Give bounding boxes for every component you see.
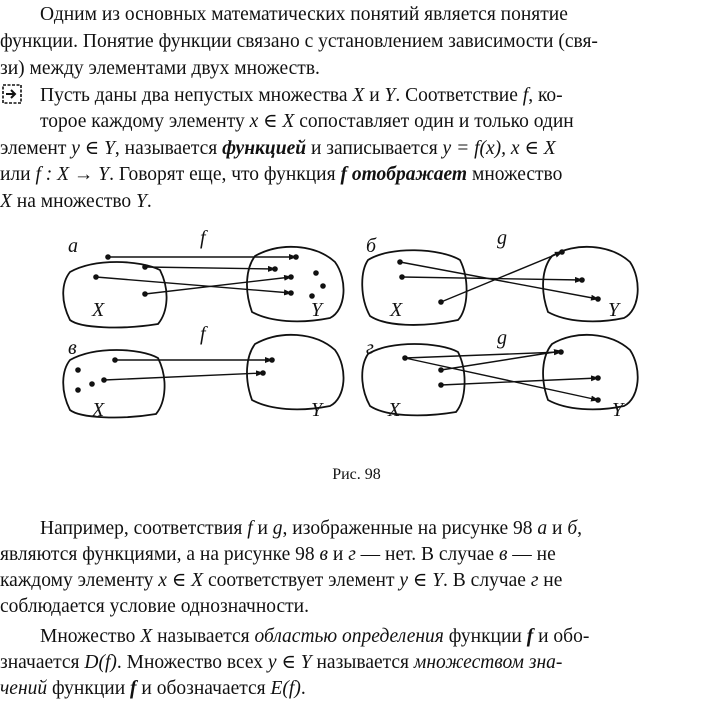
panel-g-set-y-label: Y [612, 399, 625, 421]
definition-line-2: торое каждому элементу x ∈ X сопоставляе… [40, 111, 574, 132]
term-function: функцией [222, 138, 307, 159]
panel-v-point [260, 370, 266, 376]
panel-b-set-x-outline [361, 249, 468, 326]
panel-g-set-x-label: X [387, 399, 401, 421]
panel-v-point [269, 357, 275, 363]
panel-v-point [112, 357, 118, 363]
panel-g-point [402, 355, 408, 361]
term-range: множеством зна- [413, 652, 563, 673]
domain-line-1: Множество X называется областью определе… [40, 626, 590, 647]
panel-b-letter: б [366, 235, 377, 257]
example-line-1: Например, соответствия f и g, изображенн… [40, 518, 583, 539]
panel-v-point [75, 387, 81, 393]
panel-a-point [105, 254, 111, 260]
example-line-3: каждому элементу x ∈ X соответствует эле… [0, 570, 563, 591]
panel-a-set-x-outline [62, 261, 168, 329]
definition-marker-icon [2, 84, 22, 104]
panel-a-point [93, 274, 99, 280]
panel-g-arrow-4 [440, 375, 599, 386]
panel-v-point [89, 381, 95, 387]
panel-g-point [438, 382, 444, 388]
panel-v-point [75, 367, 81, 373]
panel-a-point [288, 274, 294, 280]
panel-a-point [293, 254, 299, 260]
panel-g-point [595, 375, 601, 381]
term-maps: отображает [346, 164, 468, 185]
panel-v-func-label: f [200, 323, 208, 345]
panel-b-arrow-2 [401, 276, 583, 283]
panel-a-letter: а [68, 235, 78, 257]
panel-b-point [399, 274, 405, 280]
panel-a-point [272, 266, 278, 272]
panel-g-func-label: g [497, 327, 507, 349]
panel-b-func-label: g [497, 227, 507, 249]
panel-v-set-x-label: X [91, 399, 105, 421]
example-line-4: соблюдается условие однозначности. [0, 596, 309, 617]
panel-a-point [309, 293, 315, 299]
term-domain: областью определения [254, 626, 444, 647]
definition-line-1: Пусть даны два непустых множества X и Y.… [40, 85, 563, 106]
panel-b-point [579, 277, 585, 283]
panel-g-arrow-1 [404, 349, 562, 359]
panel-a-point [313, 270, 319, 276]
panel-g-point [438, 367, 444, 373]
figure-caption: Рис. 98 [332, 466, 381, 483]
panel-a-set-x-label: X [91, 299, 105, 321]
domain-line-2: значается D(f). Множество всех y ∈ Y наз… [0, 652, 563, 673]
definition-line-3: элемент y ∈ Y, называется функцией и зап… [0, 138, 556, 159]
panel-v-set-y-label: Y [311, 399, 324, 421]
example-line-2: являются функциями, а на рисунке 98 в и … [0, 544, 556, 565]
panel-b-set-y-label: Y [608, 299, 621, 321]
panel-g-arrow-2 [440, 349, 562, 371]
panel-g-arrow-3 [404, 357, 599, 402]
panel-g-point [558, 349, 564, 355]
panel-v-point [101, 377, 107, 383]
panel-v-letter: в [68, 337, 77, 359]
panel-a-arrow-4 [144, 274, 292, 295]
panel-b-point [438, 299, 444, 305]
intro-line-2: функции. Понятие функции связано с устан… [0, 31, 598, 52]
panel-a-func-label: f [200, 227, 208, 249]
figure-98: а f X Y б g X Y в f X Y г g X Y [62, 227, 639, 421]
panel-g-set-x-outline [361, 343, 466, 417]
panel-v-set-y-outline [246, 333, 345, 411]
panel-a-point [142, 264, 148, 270]
panel-g-point [595, 397, 601, 403]
definition-line-4: или f : X → Y. Говорят еще, что функция … [0, 164, 563, 185]
intro-line-1: Одним из основных математических понятий… [40, 4, 568, 25]
panel-b-set-y-outline [542, 245, 639, 323]
panel-b-point [595, 296, 601, 302]
panel-a-point [288, 290, 294, 296]
panel-a-arrow-2 [144, 265, 276, 272]
panel-a-set-y-outline [246, 245, 345, 323]
panel-b-point [559, 249, 565, 255]
definition-line-5: X на множество Y. [0, 191, 152, 212]
panel-b-point [397, 259, 403, 265]
panel-g-letter: г [366, 337, 374, 359]
panel-v-set-x-outline [62, 349, 166, 419]
panel-b-set-x-label: X [389, 299, 403, 321]
panel-a-point [320, 283, 326, 289]
panel-a-point [142, 291, 148, 297]
domain-line-3: чений функции f и обозначается E(f). [0, 678, 306, 699]
panel-b-arrow-3 [440, 251, 563, 303]
panel-a-set-y-label: Y [311, 299, 324, 321]
panel-b-arrow-1 [399, 261, 599, 301]
panel-g-set-y-outline [542, 333, 639, 411]
intro-line-3: зи) между элементами двух множеств. [0, 58, 320, 79]
panel-v-arrow-2 [103, 370, 264, 381]
panel-a-arrow-3 [95, 276, 292, 296]
